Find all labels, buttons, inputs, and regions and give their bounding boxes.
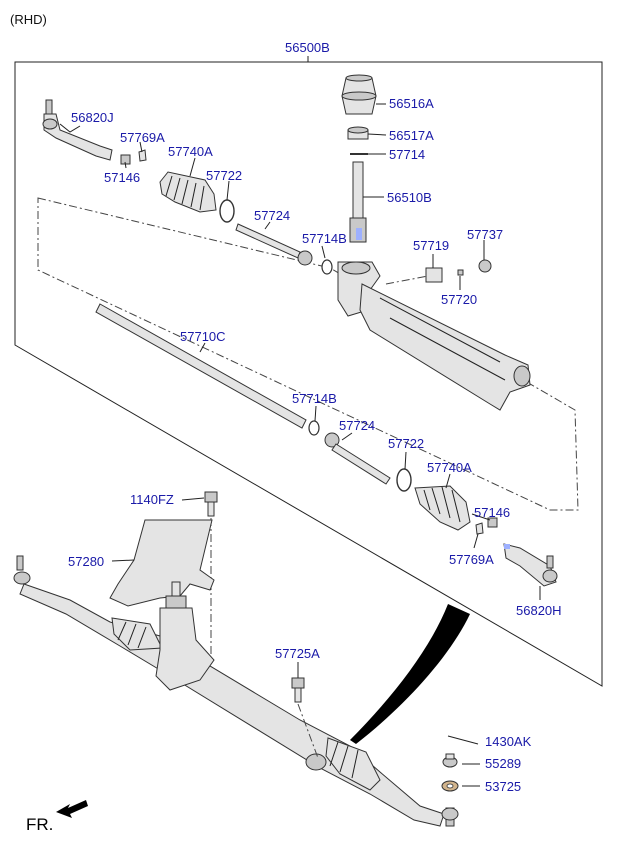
clamp-ring-icon — [219, 199, 235, 223]
gear-housing-icon — [337, 261, 531, 411]
legend-55289[interactable]: 55289 — [485, 756, 521, 771]
callout-57714[interactable]: 57714 — [389, 147, 425, 162]
callout-1140FZ[interactable]: 1140FZ — [130, 492, 174, 507]
assembly-label[interactable]: 56500B — [285, 40, 330, 55]
cotter-pin-icon — [138, 149, 147, 162]
callout-57146-bot[interactable]: 57146 — [474, 505, 510, 520]
callout-57714B-top[interactable]: 57714B — [302, 231, 347, 246]
callout-56517A[interactable]: 56517A — [389, 128, 434, 143]
exploded-view-frame — [14, 61, 603, 687]
callout-56820J-top[interactable]: 56820J — [71, 110, 114, 125]
inner-tie-rod-icon — [324, 432, 391, 485]
callout-57146-top[interactable]: 57146 — [104, 170, 140, 185]
callout-57724-bot[interactable]: 57724 — [339, 418, 375, 433]
front-arrow-icon — [56, 800, 88, 818]
tie-rod-end-icon — [42, 99, 113, 161]
callout-57737[interactable]: 57737 — [467, 227, 503, 242]
leader-lines — [59, 103, 541, 787]
callout-57722-bot[interactable]: 57722 — [388, 436, 424, 451]
callout-57725A[interactable]: 57725A — [275, 646, 320, 661]
callout-57740A-bot[interactable]: 57740A — [427, 460, 472, 475]
callout-57714B-bot[interactable]: 57714B — [292, 391, 337, 406]
boot-icon — [414, 485, 471, 531]
bolt-icon — [291, 677, 305, 703]
callout-57280[interactable]: 57280 — [68, 554, 104, 569]
steering-gear-assembly-icon — [13, 555, 459, 827]
heat-shield-icon — [109, 519, 215, 607]
callout-57740A-top[interactable]: 57740A — [168, 144, 213, 159]
cotter-pin-icon — [475, 522, 484, 535]
legend-1430AK[interactable]: 1430AK — [485, 734, 532, 749]
rack-bar-icon — [95, 303, 307, 429]
boot-icon — [159, 171, 217, 213]
callout-57720[interactable]: 57720 — [441, 292, 477, 307]
callout-56516A[interactable]: 56516A — [389, 96, 434, 111]
clamp-ring-icon — [396, 468, 412, 492]
tie-rod-end-icon — [503, 543, 558, 587]
callout-57719[interactable]: 57719 — [413, 238, 449, 253]
front-label: FR. — [26, 815, 53, 834]
callout-57710C[interactable]: 57710C — [180, 329, 226, 344]
callout-56820H[interactable]: 56820H — [516, 603, 562, 618]
lock-washer-icon — [308, 420, 320, 436]
spring-icon — [457, 269, 464, 276]
callout-57769A-top[interactable]: 57769A — [120, 130, 165, 145]
lock-washer-icon — [321, 259, 333, 275]
nut-icon — [487, 517, 498, 528]
legend-icons — [441, 735, 479, 792]
variant-label: (RHD) — [10, 12, 47, 27]
callout-57724-top[interactable]: 57724 — [254, 208, 290, 223]
legend-53725[interactable]: 53725 — [485, 779, 521, 794]
pinion-seal-cap-icon — [341, 74, 377, 115]
bolt-icon — [204, 491, 218, 517]
zoom-indicator-wedge — [350, 604, 470, 744]
lock-nut-icon — [478, 259, 492, 273]
pinion-shaft-icon — [349, 161, 367, 243]
yoke-plug-icon — [425, 267, 443, 283]
inner-tie-rod-icon — [235, 223, 313, 266]
callout-57722-top[interactable]: 57722 — [206, 168, 242, 183]
bushing-icon — [347, 126, 369, 140]
callout-57769A-bot[interactable]: 57769A — [449, 552, 494, 567]
callout-56510B[interactable]: 56510B — [387, 190, 432, 205]
